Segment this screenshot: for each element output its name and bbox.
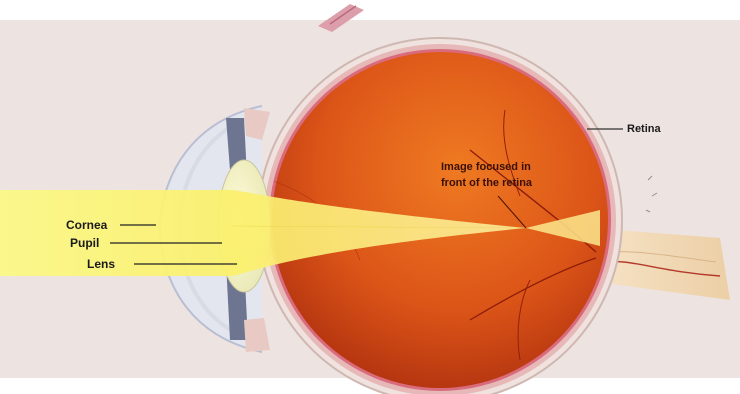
retina-label: Retina: [627, 124, 661, 135]
annotation-line-1: Image focused in: [441, 160, 531, 174]
top-margin: [0, 0, 740, 20]
cornea-label: Cornea: [66, 219, 107, 231]
pupil-label: Pupil: [70, 237, 99, 249]
lens-label: Lens: [87, 258, 115, 270]
annotation-line-2: front of the retina: [441, 176, 532, 190]
